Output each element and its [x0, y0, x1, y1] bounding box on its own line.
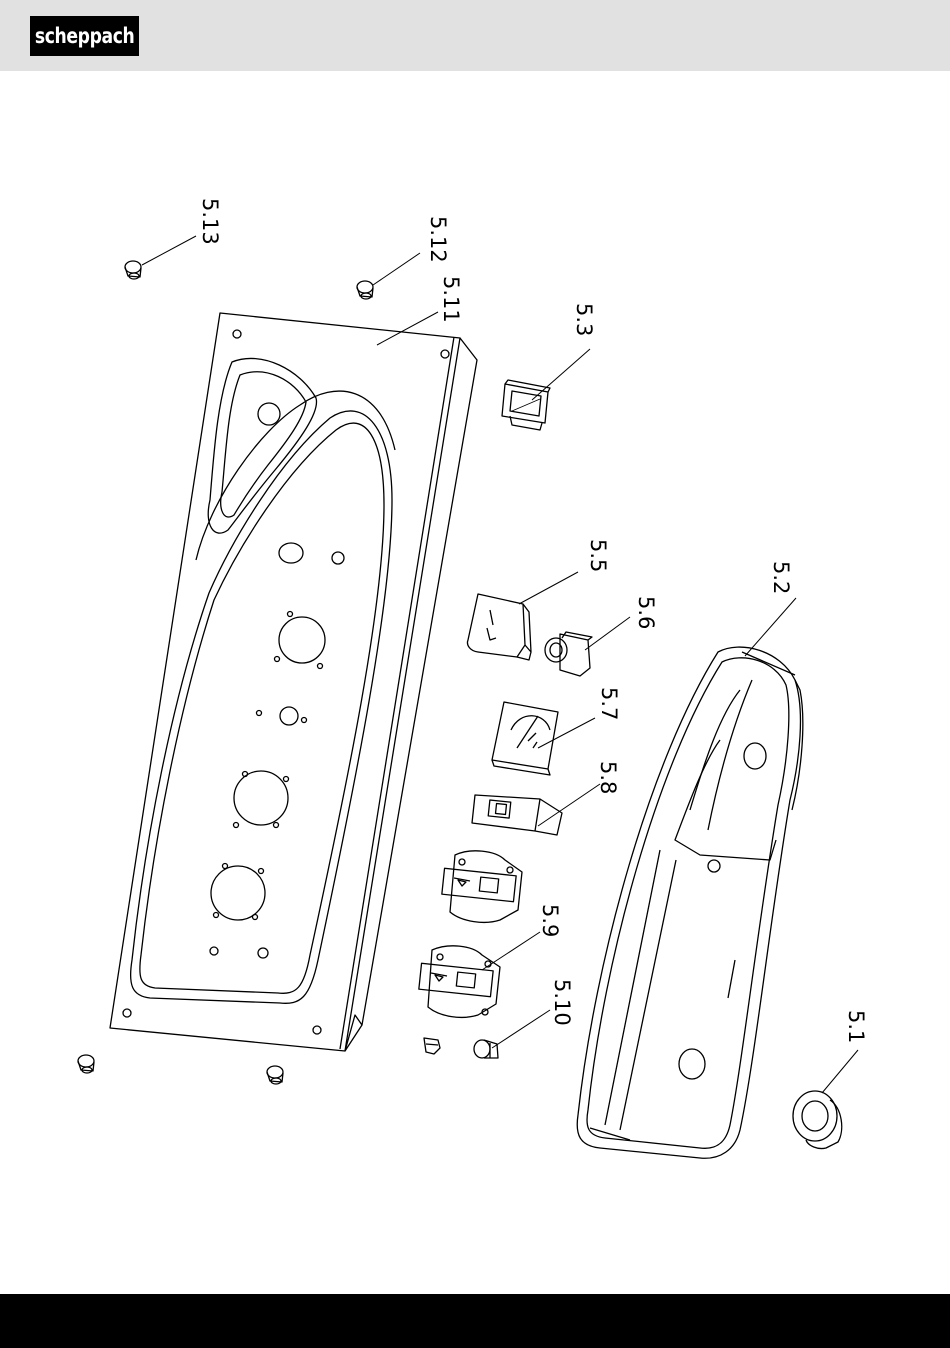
- front-panel-5-11: [110, 313, 477, 1051]
- switch-5-3: [502, 380, 550, 430]
- button-5-6: [545, 632, 592, 676]
- label-5-8: 5.8: [596, 761, 620, 794]
- label-5-11: 5.11: [439, 276, 463, 323]
- label-5-5: 5.5: [586, 539, 610, 572]
- label-5-1: 5.1: [844, 1010, 868, 1043]
- knob-5-1: [793, 1091, 842, 1149]
- rear-housing-5-2: [577, 647, 803, 1158]
- knob-5-10: [474, 1040, 498, 1058]
- socket-5-9-upper: [442, 851, 522, 923]
- label-5-7: 5.7: [597, 687, 621, 720]
- screw-bottom-left: [78, 1055, 94, 1073]
- screw-5-13: [125, 261, 141, 279]
- footer-bar: [0, 1294, 950, 1348]
- screw-5-12: [357, 281, 373, 299]
- small-terminal-part: [424, 1038, 440, 1054]
- screw-bottom-right: [267, 1066, 283, 1084]
- socket-5-9-lower: [419, 946, 500, 1018]
- breaker-5-8: [472, 795, 562, 835]
- label-5-10: 5.10: [550, 979, 574, 1026]
- label-5-13: 5.13: [198, 198, 222, 245]
- label-5-6: 5.6: [634, 596, 658, 629]
- label-5-2: 5.2: [769, 561, 793, 594]
- label-5-9: 5.9: [538, 904, 562, 937]
- label-5-12: 5.12: [426, 216, 450, 263]
- socket-5-5: [467, 594, 531, 660]
- label-5-3: 5.3: [572, 303, 596, 336]
- meter-5-7: [492, 702, 558, 775]
